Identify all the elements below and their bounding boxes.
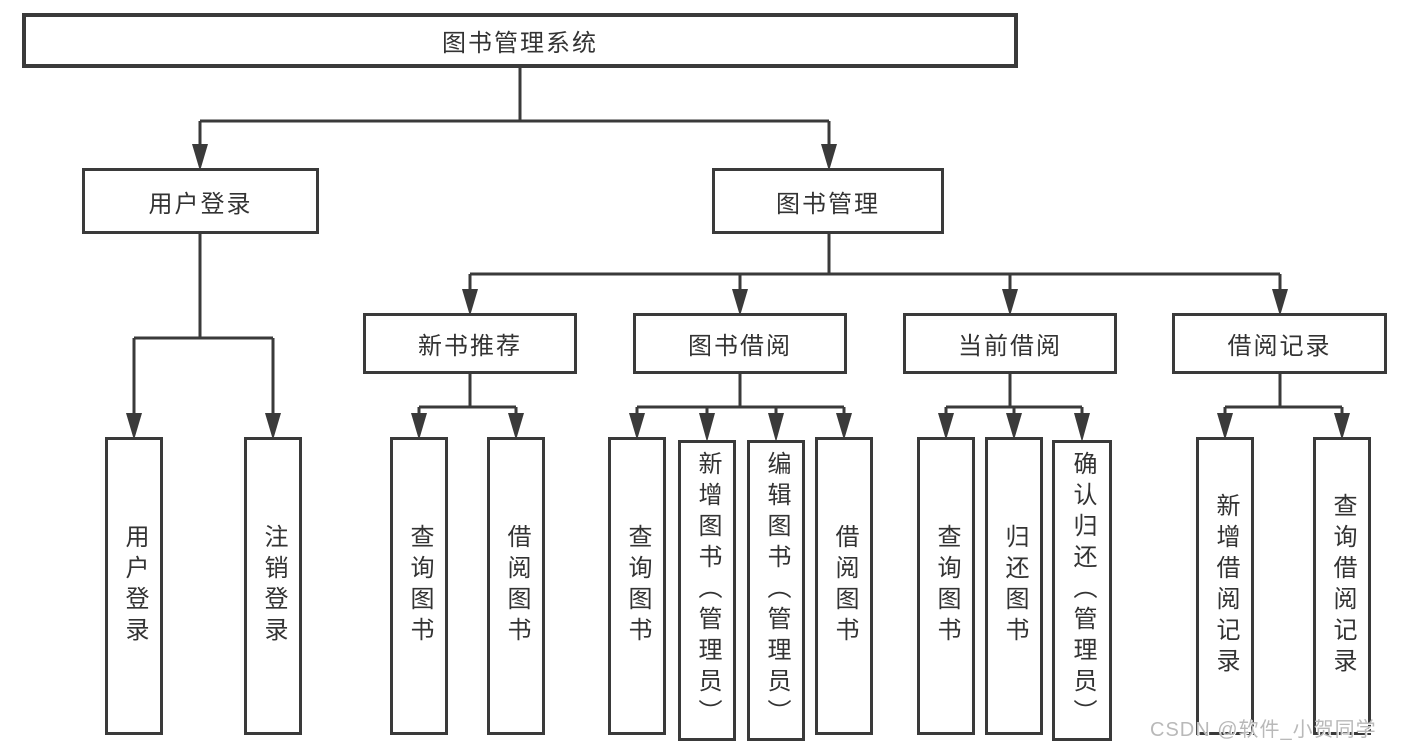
leaf-records-add-record: 新增借阅记录: [1196, 437, 1254, 735]
node-label: 借阅记录: [1227, 333, 1332, 360]
leaf-label: 确认归还（管理员）: [1069, 451, 1096, 730]
node-book-borrow: 图书借阅: [633, 313, 847, 374]
leaf-newrec-query-books: 查询图书: [390, 437, 448, 735]
node-label: 当前借阅: [958, 333, 1062, 360]
node-new-book-recommend: 新书推荐: [363, 313, 577, 374]
leaf-label: 用户登录: [121, 524, 148, 648]
leaf-borrow-edit-books-admin: 编辑图书（管理员）: [747, 440, 805, 741]
node-book-management-system: 图书管理系统: [22, 13, 1018, 68]
node-current-borrow: 当前借阅: [903, 313, 1117, 374]
node-label: 图书借阅: [688, 333, 792, 360]
node-label: 用户登录: [148, 190, 253, 218]
leaf-current-query-books: 查询图书: [917, 437, 975, 735]
node-label: 图书管理系统: [442, 30, 598, 57]
arrow-down-icons: [126, 144, 1350, 442]
leaf-label: 归还图书: [1001, 524, 1028, 648]
node-user-login: 用户登录: [82, 168, 319, 234]
watermark: CSDN @软件_小贺同学: [1150, 719, 1377, 741]
leaf-user-login: 用户登录: [105, 437, 163, 735]
leaf-label: 查询图书: [406, 524, 433, 648]
leaf-borrow-query-books: 查询图书: [608, 437, 666, 735]
connector-paths: [132, 68, 1344, 418]
node-label: 新书推荐: [418, 333, 522, 360]
node-label: 图书管理: [776, 190, 880, 218]
leaf-current-return-books: 归还图书: [985, 437, 1043, 735]
leaf-label: 编辑图书（管理员）: [763, 451, 790, 730]
leaf-label: 查询图书: [624, 524, 651, 648]
leaf-label: 借阅图书: [503, 524, 530, 648]
leaf-newrec-borrow-books: 借阅图书: [487, 437, 545, 735]
leaf-logout: 注销登录: [244, 437, 302, 735]
leaf-label: 查询图书: [933, 524, 960, 648]
leaf-label: 新增借阅记录: [1212, 493, 1239, 679]
leaf-label: 借阅图书: [831, 524, 858, 648]
node-borrow-records: 借阅记录: [1172, 313, 1387, 374]
node-book-management: 图书管理: [712, 168, 944, 234]
leaf-label: 查询借阅记录: [1329, 493, 1356, 679]
leaf-label: 注销登录: [260, 524, 287, 648]
leaf-borrow-borrow-books: 借阅图书: [815, 437, 873, 735]
leaf-records-query-record: 查询借阅记录: [1313, 437, 1371, 735]
leaf-label: 新增图书（管理员）: [694, 451, 721, 730]
leaf-current-confirm-return-admin: 确认归还（管理员）: [1052, 440, 1112, 741]
leaf-borrow-add-books-admin: 新增图书（管理员）: [678, 440, 736, 741]
